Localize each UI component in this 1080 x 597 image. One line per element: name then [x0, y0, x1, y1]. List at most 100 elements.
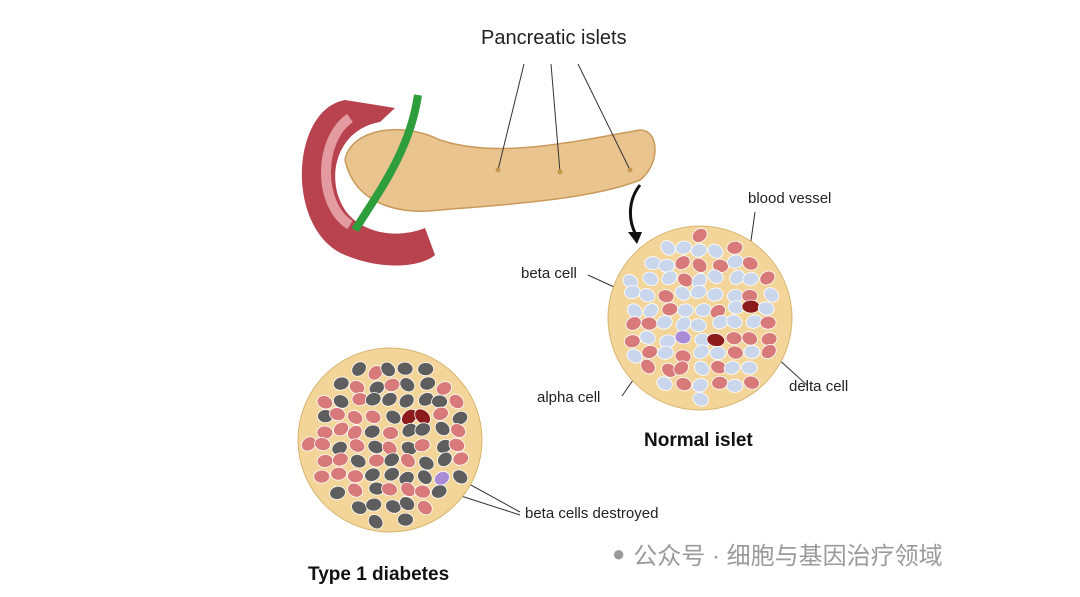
beta-cell: [638, 288, 656, 303]
beta-cell: [657, 345, 674, 360]
alpha-cell: [742, 256, 759, 271]
beta-cell: [729, 269, 745, 285]
alpha-cell: [448, 393, 465, 410]
beta-cell: [693, 344, 710, 360]
destroyed-cell: [332, 376, 350, 391]
alpha-cell: [432, 406, 449, 421]
label-beta-cell: beta cell: [521, 265, 577, 282]
alpha-cell: [673, 360, 689, 376]
beta-cell: [690, 284, 707, 299]
destroyed-cell: [383, 452, 400, 468]
destroyed-cell: [434, 420, 451, 437]
destroyed-cell: [350, 453, 367, 469]
beta-cell: [656, 315, 673, 330]
beta-cell: [709, 346, 727, 360]
beta-cell: [707, 269, 724, 284]
beta-cell: [763, 287, 780, 303]
alpha-cell: [417, 500, 433, 516]
alpha-cell: [347, 482, 364, 498]
alpha-cell: [316, 425, 334, 440]
alpha-cell: [640, 358, 656, 375]
beta-cell: [690, 243, 708, 258]
destroyed-cell: [430, 484, 448, 499]
alpha-cell: [313, 469, 331, 484]
islet-dots: [495, 167, 633, 175]
arrow-icon: [629, 184, 642, 236]
destroyed-cell: [351, 361, 367, 377]
destroyed-cell: [365, 497, 383, 512]
alpha-cell: [623, 334, 641, 349]
alpha-cell: [625, 316, 642, 331]
beta-cell: [723, 360, 741, 375]
destroyed-cell: [396, 361, 414, 376]
beta-cell: [740, 360, 758, 375]
alpha-cell: [347, 424, 363, 441]
alpha-cell: [382, 426, 399, 440]
alpha-cell: [330, 466, 348, 481]
destroyed-cell: [431, 394, 448, 409]
destroyed-cell: [399, 377, 416, 393]
beta-cell: [691, 378, 709, 393]
beta-cell: [656, 376, 673, 391]
label-pancreatic-islets: Pancreatic islets: [481, 27, 627, 49]
destroyed-cell: [397, 512, 414, 527]
destroyed-cell: [385, 409, 402, 425]
alpha-cell: [691, 227, 708, 243]
alpha-cell: [711, 375, 729, 390]
beta-cell: [622, 274, 639, 289]
title-type1-diabetes: Type 1 diabetes: [308, 564, 450, 585]
beta-cell: [694, 303, 712, 318]
vessel-cell: [414, 408, 431, 425]
alpha-cell: [661, 302, 679, 317]
alpha-cell: [347, 410, 364, 425]
beta-cell: [693, 360, 710, 376]
destroyed-cell: [418, 392, 435, 407]
beta-cell: [642, 271, 659, 287]
alpha-cell: [347, 469, 364, 484]
alpha-cell: [332, 452, 349, 467]
alpha-cell: [661, 362, 677, 378]
alpha-cell: [452, 451, 470, 466]
beta-cell: [642, 303, 659, 319]
destroyed-cell: [451, 410, 469, 426]
destroyed-cell: [329, 485, 346, 500]
delta-cell: [433, 470, 450, 486]
beta-cell: [661, 270, 678, 286]
duodenum: [301, 100, 435, 266]
label-alpha-cell: alpha cell: [537, 389, 601, 406]
alpha-cell: [691, 257, 708, 273]
destroyed-cell: [401, 422, 418, 438]
alpha-cell: [316, 395, 334, 410]
destroyed-cell: [414, 422, 431, 437]
beta-cell: [707, 243, 724, 259]
alpha-cell: [400, 452, 416, 469]
destroyed-cell: [365, 392, 382, 407]
beta-cell: [675, 240, 692, 255]
alpha-cell: [727, 345, 744, 360]
beta-cell: [743, 345, 761, 359]
beta-cell: [660, 240, 676, 256]
beta-cell: [644, 256, 662, 271]
beta-cell: [742, 271, 760, 286]
alpha-cell: [348, 380, 366, 395]
type1-islet: [297, 347, 483, 533]
destroyed-cell: [417, 362, 435, 376]
beta-cell: [726, 378, 744, 393]
beta-cell: [626, 348, 643, 364]
beta-cell: [726, 314, 743, 329]
label-blood-vessel: blood vessel: [748, 190, 832, 207]
watermark-text: 公众号 · 细胞与基因治疗领域: [633, 543, 943, 570]
alpha-cell: [641, 344, 658, 359]
vessel-cell: [706, 333, 726, 348]
destroyed-cell: [367, 514, 384, 530]
pancreatic-duct: [351, 94, 422, 233]
destroyed-cell: [363, 424, 381, 439]
destroyed-cell: [437, 451, 453, 468]
alpha-cell: [400, 481, 416, 497]
destroyed-cell: [368, 380, 385, 396]
destroyed-cell: [398, 393, 415, 409]
alpha-cell: [674, 255, 691, 271]
alpha-cell: [381, 482, 398, 497]
destroyed-cell: [385, 499, 402, 514]
